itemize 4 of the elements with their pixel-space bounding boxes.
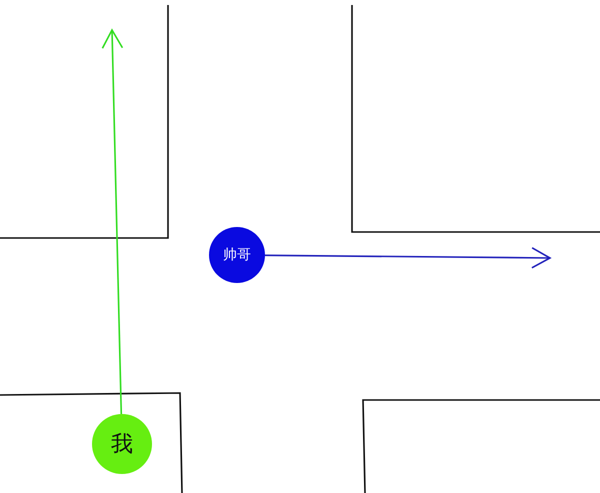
name-label: 我 (111, 431, 133, 459)
arrow (102, 29, 124, 414)
name-label: 帅哥 (223, 246, 251, 264)
arrow (265, 247, 551, 269)
